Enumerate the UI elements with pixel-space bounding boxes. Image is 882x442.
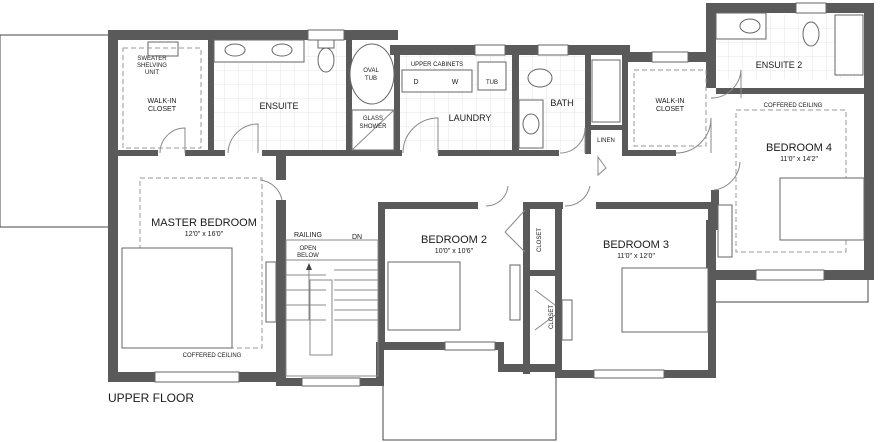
room-labels: SWEATER SHELVING UNIT WALK-IN CLOSET ENS… <box>108 56 832 405</box>
ensuite-label: ENSUITE <box>259 101 298 111</box>
bedroom3-dimensions: 11'0" x 12'0" <box>617 253 655 260</box>
linen-label: LINEN <box>597 138 615 144</box>
closet-a-label: CLOSET <box>537 228 543 252</box>
walkin-closet-master-label-1: WALK-IN <box>148 98 177 105</box>
bedroom4-dimensions: 11'0" x 14'2" <box>780 156 818 163</box>
coffered-ceiling-b4-label: COFFERED CEILING <box>764 103 823 109</box>
upper-cabinets-label: UPPER CABINETS <box>411 62 463 68</box>
glass-shower-label-1: GLASS <box>363 116 383 122</box>
bed-icon <box>779 177 865 241</box>
oval-tub-label-1: OVAL <box>363 68 379 74</box>
toilet-icon <box>802 21 820 47</box>
sink-icon <box>739 18 761 34</box>
down-label: DN <box>352 234 362 241</box>
walkin-closet-master-label-2: CLOSET <box>148 106 177 113</box>
bathtub-icon <box>591 59 621 123</box>
master-bedroom-dimensions: 12'0" x 16'0" <box>185 231 224 238</box>
laundry-label: LAUNDRY <box>449 113 492 123</box>
doors <box>159 69 742 331</box>
railing-label: RAILING <box>294 232 322 239</box>
floor-label: UPPER FLOOR <box>108 391 194 405</box>
walkin-closet-b4-label-2: CLOSET <box>656 106 685 113</box>
closet-b-label: CLOSET <box>549 305 555 329</box>
glass-shower-label-2: SHOWER <box>360 124 388 130</box>
bathtub-icon <box>834 14 864 76</box>
bed-icon <box>387 261 461 331</box>
bedroom4-label: BEDROOM 4 <box>766 142 832 154</box>
toilet-icon <box>317 47 335 73</box>
stairs <box>285 239 379 377</box>
sweater-unit-label-2: SHELVING <box>137 63 167 69</box>
sink-icon <box>522 113 540 135</box>
open-below-label-1: OPEN <box>299 246 316 252</box>
bedroom2-dimensions: 10'0" x 10'6" <box>435 248 474 255</box>
sink-icon <box>224 43 246 57</box>
master-bedroom-label: MASTER BEDROOM <box>151 217 257 229</box>
bed-icon <box>621 267 709 333</box>
fixtures <box>121 12 865 377</box>
oval-tub-label-2: TUB <box>365 76 377 82</box>
bath-label: BATH <box>550 98 573 108</box>
bedroom2-label: BEDROOM 2 <box>421 234 487 246</box>
bedroom3-label: BEDROOM 3 <box>603 239 669 251</box>
laundry-tub-label: TUB <box>486 80 498 86</box>
toilet-icon <box>527 68 553 88</box>
walkin-closet-b4-label-1: WALK-IN <box>656 98 685 105</box>
windows <box>154 2 827 387</box>
washer-label: W <box>452 79 459 86</box>
dryer-label: D <box>413 79 418 86</box>
bed-icon <box>121 247 233 349</box>
sweater-shelving-unit <box>147 41 179 57</box>
sweater-unit-label-1: SWEATER <box>137 56 167 62</box>
oval-tub-icon <box>349 43 395 105</box>
sweater-unit-label-3: UNIT <box>145 70 159 76</box>
sink-icon <box>271 43 293 57</box>
ensuite2-label: ENSUITE 2 <box>756 60 803 70</box>
coffered-ceiling-master-label: COFFERED CEILING <box>183 353 242 359</box>
open-below-label-2: BELOW <box>297 253 319 259</box>
